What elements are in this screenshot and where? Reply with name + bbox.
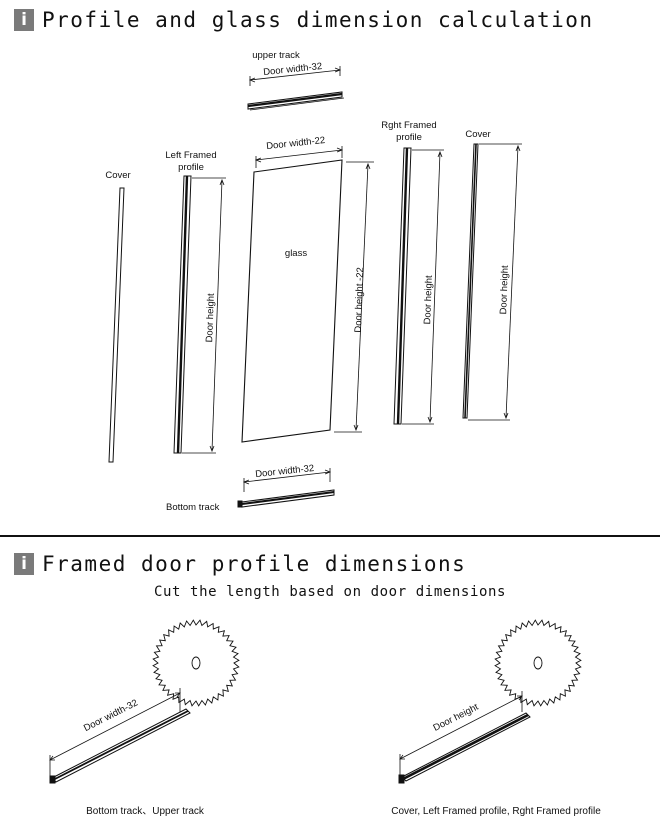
cover-left-label: Cover — [105, 170, 130, 181]
right-cut-dim — [399, 691, 523, 778]
left-cut-dim — [49, 688, 181, 778]
glass-label: glass — [285, 248, 307, 259]
left-cut-caption: Bottom track、Upper track — [86, 806, 205, 817]
upper-track-profile — [247, 91, 345, 111]
section-subtitle: Cut the length based on door dimensions — [153, 584, 507, 600]
upper-track-label: upper track — [252, 50, 300, 61]
cover-right-label: Cover — [465, 129, 490, 140]
saw-blade-icon — [494, 619, 582, 707]
section-header-profile-dimensions: i Framed door profile dimensions — [14, 552, 466, 576]
bottom-track-dim — [242, 468, 332, 492]
info-icon: i — [14, 9, 34, 31]
rght-profile-height-label: Door height — [422, 275, 435, 325]
section-title-profile-dimensions: Framed door profile dimensions — [42, 552, 467, 576]
right-cut-profile — [398, 712, 531, 784]
section-header-calculation: i Profile and glass dimension calculatio… — [14, 8, 594, 32]
rght-profile-height-dim — [402, 149, 444, 425]
section-title-calculation: Profile and glass dimension calculation — [42, 8, 594, 32]
bottom-track-label: Bottom track — [166, 502, 220, 513]
glass-height-dim — [334, 161, 374, 433]
cover-left-profile — [108, 187, 125, 463]
bottom-track-profile — [237, 489, 335, 508]
cover-height-dim — [468, 143, 522, 421]
section-divider — [0, 535, 660, 537]
exploded-door-diagram: upper track Door width-32 Door width-22 … — [105, 50, 522, 513]
info-icon: i — [14, 553, 34, 575]
left-profile-height-label: Door height — [204, 293, 217, 343]
right-cut-caption: Cover, Left Framed profile, Rght Framed … — [391, 806, 601, 817]
upper-track-dim — [248, 66, 342, 86]
right-cut-dim-label: Door height — [431, 702, 480, 734]
glass-width-dim — [254, 146, 344, 168]
cover-right-profile — [462, 143, 479, 419]
rght-framed-profile — [393, 147, 412, 425]
saw-blade-icon — [152, 619, 240, 707]
glass-panel — [241, 159, 343, 443]
left-cut-profile — [49, 708, 191, 784]
left-framed-profile — [173, 175, 192, 454]
glass-height-dim-label: Door height -22 — [353, 267, 366, 333]
left-profile-height-dim — [182, 177, 226, 454]
cover-height-label: Door height — [498, 265, 511, 315]
